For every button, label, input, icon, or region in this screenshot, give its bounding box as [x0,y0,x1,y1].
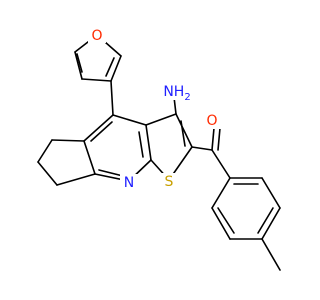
amino-label: NH2 [163,84,190,103]
furan-ring [74,34,122,82]
methyl-bond [261,238,281,271]
carbonyl-group [191,127,221,151]
cyclopentane-ring [37,139,96,186]
furan-attachment-bond [110,80,114,116]
pyridine-nitrogen-label: N [124,175,134,191]
carbonyl-oxygen-label: O [206,113,217,129]
atom-labels: O NH2 O N S [88,27,224,191]
pyridine-ring [83,114,152,182]
benzene-ring [211,149,281,240]
furan-oxygen-label: O [91,28,102,44]
chemical-structure-diagram: O NH2 O N S [37,27,281,271]
thiophene-ring [145,113,193,181]
sulfur-label: S [165,174,174,190]
